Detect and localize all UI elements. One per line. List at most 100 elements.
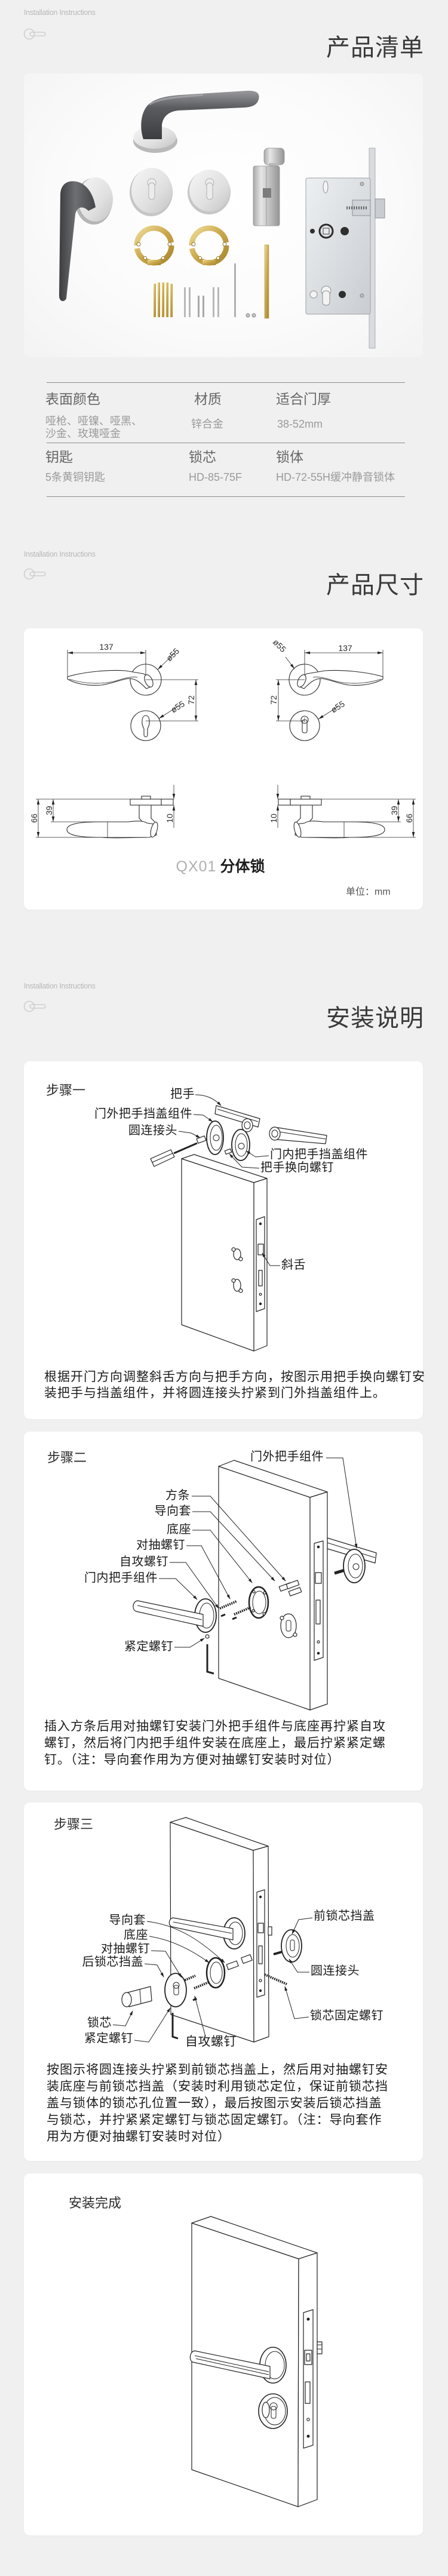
callout-leaders bbox=[112, 1917, 313, 2043]
callout-leaders bbox=[159, 1457, 358, 1648]
rosette-base-ring bbox=[134, 225, 174, 266]
spec-value-key: 5条黄铜钥匙 bbox=[45, 471, 106, 483]
description-line: 与锁芯，并拧紧紧定螺钉与锁芯固定螺钉。（注：导向套作 bbox=[47, 2113, 382, 2127]
screws bbox=[219, 1600, 251, 1620]
dim-center-distance: 72 bbox=[269, 695, 278, 705]
spec-value-material: 锌合金 bbox=[191, 418, 223, 430]
step-card-2: 步骤二 门外把手组件 方条 导向套 底座 对抽螺钉 自攻螺钉 门内把手组件 紧定… bbox=[24, 1432, 423, 1791]
keyhole-escutcheon bbox=[130, 168, 173, 216]
callout-outer-cover-assembly: 门外把手挡盖组件 bbox=[94, 1107, 192, 1120]
lever-handle-left bbox=[59, 177, 113, 302]
unit-note: 单位：mm bbox=[346, 887, 391, 897]
dim-rosette-diameter: ø55 bbox=[271, 637, 289, 655]
dim-lever-length: 137 bbox=[338, 643, 352, 653]
reversing-screw bbox=[224, 1148, 232, 1155]
installed-handle bbox=[189, 2347, 287, 2384]
dim-lever-height: 39 bbox=[44, 806, 54, 815]
step-2-diagram bbox=[133, 1457, 377, 1711]
door bbox=[218, 1460, 328, 1711]
spindle-bar bbox=[264, 244, 269, 319]
description-line: 钉。（注：导向套作用为方便对抽螺钉安装时对位） bbox=[44, 1753, 340, 1767]
description-line: 根据开门方向调整斜舌方向与把手方向，按图示用把手换向螺钉安 bbox=[44, 1370, 425, 1384]
euro-cylinder bbox=[253, 148, 285, 226]
outer-handle-assembly bbox=[327, 1537, 377, 1583]
side-view-right bbox=[276, 785, 416, 839]
spindle-and-guide-sleeves bbox=[278, 1580, 302, 1596]
spec-label-door-thickness: 适合门厚 bbox=[276, 391, 331, 407]
description-line: 装底座与前锁芯挡盖（安装时利用锁芯定位，保证前锁芯挡 bbox=[47, 2080, 388, 2093]
callout-through-bolt: 对抽螺钉 bbox=[136, 1539, 185, 1552]
spec-label-lock-body: 锁体 bbox=[276, 449, 303, 465]
spec-label-material: 材质 bbox=[194, 391, 222, 407]
description-line: 盖与锁体的锁芯孔位置一致），最后按图示安装后锁芯挡盖 bbox=[47, 2096, 382, 2110]
callout-leaders bbox=[178, 1094, 280, 1266]
callout-through-bolt: 对抽螺钉 bbox=[101, 1942, 150, 1955]
callout-latch: 斜舌 bbox=[281, 1258, 306, 1272]
callout-set-screw: 紧定螺钉 bbox=[124, 1640, 173, 1653]
dimension-drawing: 137 ø55 72 ø55 bbox=[29, 637, 416, 839]
handle-outer bbox=[214, 1105, 260, 1132]
dim-escutcheon-diameter: ø55 bbox=[169, 699, 186, 715]
dim-rosette-diameter: ø55 bbox=[164, 646, 182, 664]
cylinder-hole bbox=[280, 1613, 297, 1638]
spec-value-lock-body: HD-72-55H缓冲静音锁体 bbox=[276, 471, 395, 483]
step-description: 按图示将圆连接头拧紧到前锁芯挡盖上，然后用对抽螺钉安 装底座与前锁芯挡盖（安装时… bbox=[47, 2062, 423, 2145]
description-line: 用为方便对抽螺钉安装时对位） bbox=[47, 2130, 231, 2144]
dim-center-distance: 72 bbox=[186, 695, 196, 705]
rosette-base-ring bbox=[189, 225, 229, 266]
key-icon bbox=[23, 1000, 46, 1012]
dim-rosette-thickness: 10 bbox=[269, 813, 278, 823]
spec-table: 表面颜色 哑枪、哑镍、哑黑、 沙金、玫瑰哑金 材质 锌合金 适合门厚 38-52… bbox=[45, 382, 406, 499]
step-description: 根据开门方向调整斜舌方向与把手方向，按图示用把手换向螺钉安 装把手与挡盖组件，并… bbox=[44, 1369, 425, 1401]
callout-set-screw: 紧定螺钉 bbox=[84, 2032, 133, 2045]
round-connector bbox=[196, 1135, 207, 1144]
base-ring bbox=[205, 1957, 226, 1989]
door bbox=[181, 1154, 268, 1352]
step-3-diagram bbox=[112, 1817, 313, 2043]
mortise-faceplate bbox=[256, 1889, 272, 1998]
allen-key bbox=[206, 1644, 214, 1675]
description-line: 按图示将圆连接头拧紧到前锁芯挡盖上，然后用对抽螺钉安 bbox=[47, 2063, 388, 2077]
callout-self-tapping-screw: 自攻螺钉 bbox=[119, 1555, 168, 1568]
section-eyebrow: Installation Instructions bbox=[24, 8, 96, 17]
dimension-drawing-card: 137 ø55 72 ø55 bbox=[24, 628, 423, 910]
spec-label-cylinder: 锁芯 bbox=[189, 449, 216, 465]
step-title: 步骤二 bbox=[47, 1450, 87, 1465]
section-title-product-list: 产品清单 bbox=[326, 35, 424, 61]
spec-label-key: 钥匙 bbox=[45, 449, 73, 465]
product-photo bbox=[24, 73, 423, 357]
mortise-faceplate bbox=[303, 2309, 323, 2449]
step-card-complete: 安装完成 bbox=[24, 2173, 423, 2535]
description-line: 插入方条后用对抽螺钉安装门外把手组件与底座再拧紧自攻 bbox=[44, 1720, 386, 1733]
dim-total-height: 66 bbox=[29, 813, 39, 823]
callout-self-tapping-screw: 自攻螺钉 bbox=[185, 2035, 237, 2049]
callout-cylinder: 锁芯 bbox=[87, 2016, 112, 2030]
section-eyebrow: Installation Instructions bbox=[24, 982, 96, 990]
guide-sleeve bbox=[226, 1954, 253, 1970]
dim-lever-length: 137 bbox=[99, 642, 113, 652]
allen-key bbox=[171, 2013, 179, 2040]
callout-round-connector: 圆连接头 bbox=[311, 1964, 360, 1978]
model-name: 分体锁 bbox=[220, 858, 265, 875]
callout-spindle: 方条 bbox=[165, 1489, 190, 1502]
callout-handle: 把手 bbox=[170, 1088, 195, 1101]
table-rule bbox=[47, 382, 405, 383]
dim-escutcheon-diameter: ø55 bbox=[329, 699, 346, 715]
step-card-1: 步骤一 把手 门外把手挡盖组件 圆连接头 门内把手挡盖组件 把手换向螺钉 斜舌 … bbox=[24, 1061, 425, 1419]
base-ring bbox=[248, 1586, 269, 1619]
callout-round-connector: 圆连接头 bbox=[128, 1124, 177, 1137]
mortise-lock-body bbox=[305, 148, 385, 349]
outer-cover-assembly bbox=[206, 1120, 224, 1155]
screws-and-pins bbox=[154, 263, 256, 318]
callout-guide-sleeve: 导向套 bbox=[154, 1505, 191, 1518]
key-icon bbox=[23, 28, 46, 40]
mortise-faceplate bbox=[314, 1540, 324, 1661]
table-rule bbox=[47, 496, 405, 497]
top-view-left bbox=[67, 650, 198, 741]
mounted-handle bbox=[168, 1917, 246, 1949]
top-view-right bbox=[276, 650, 383, 741]
screwdriver bbox=[150, 1142, 198, 1167]
key-icon bbox=[23, 568, 46, 580]
